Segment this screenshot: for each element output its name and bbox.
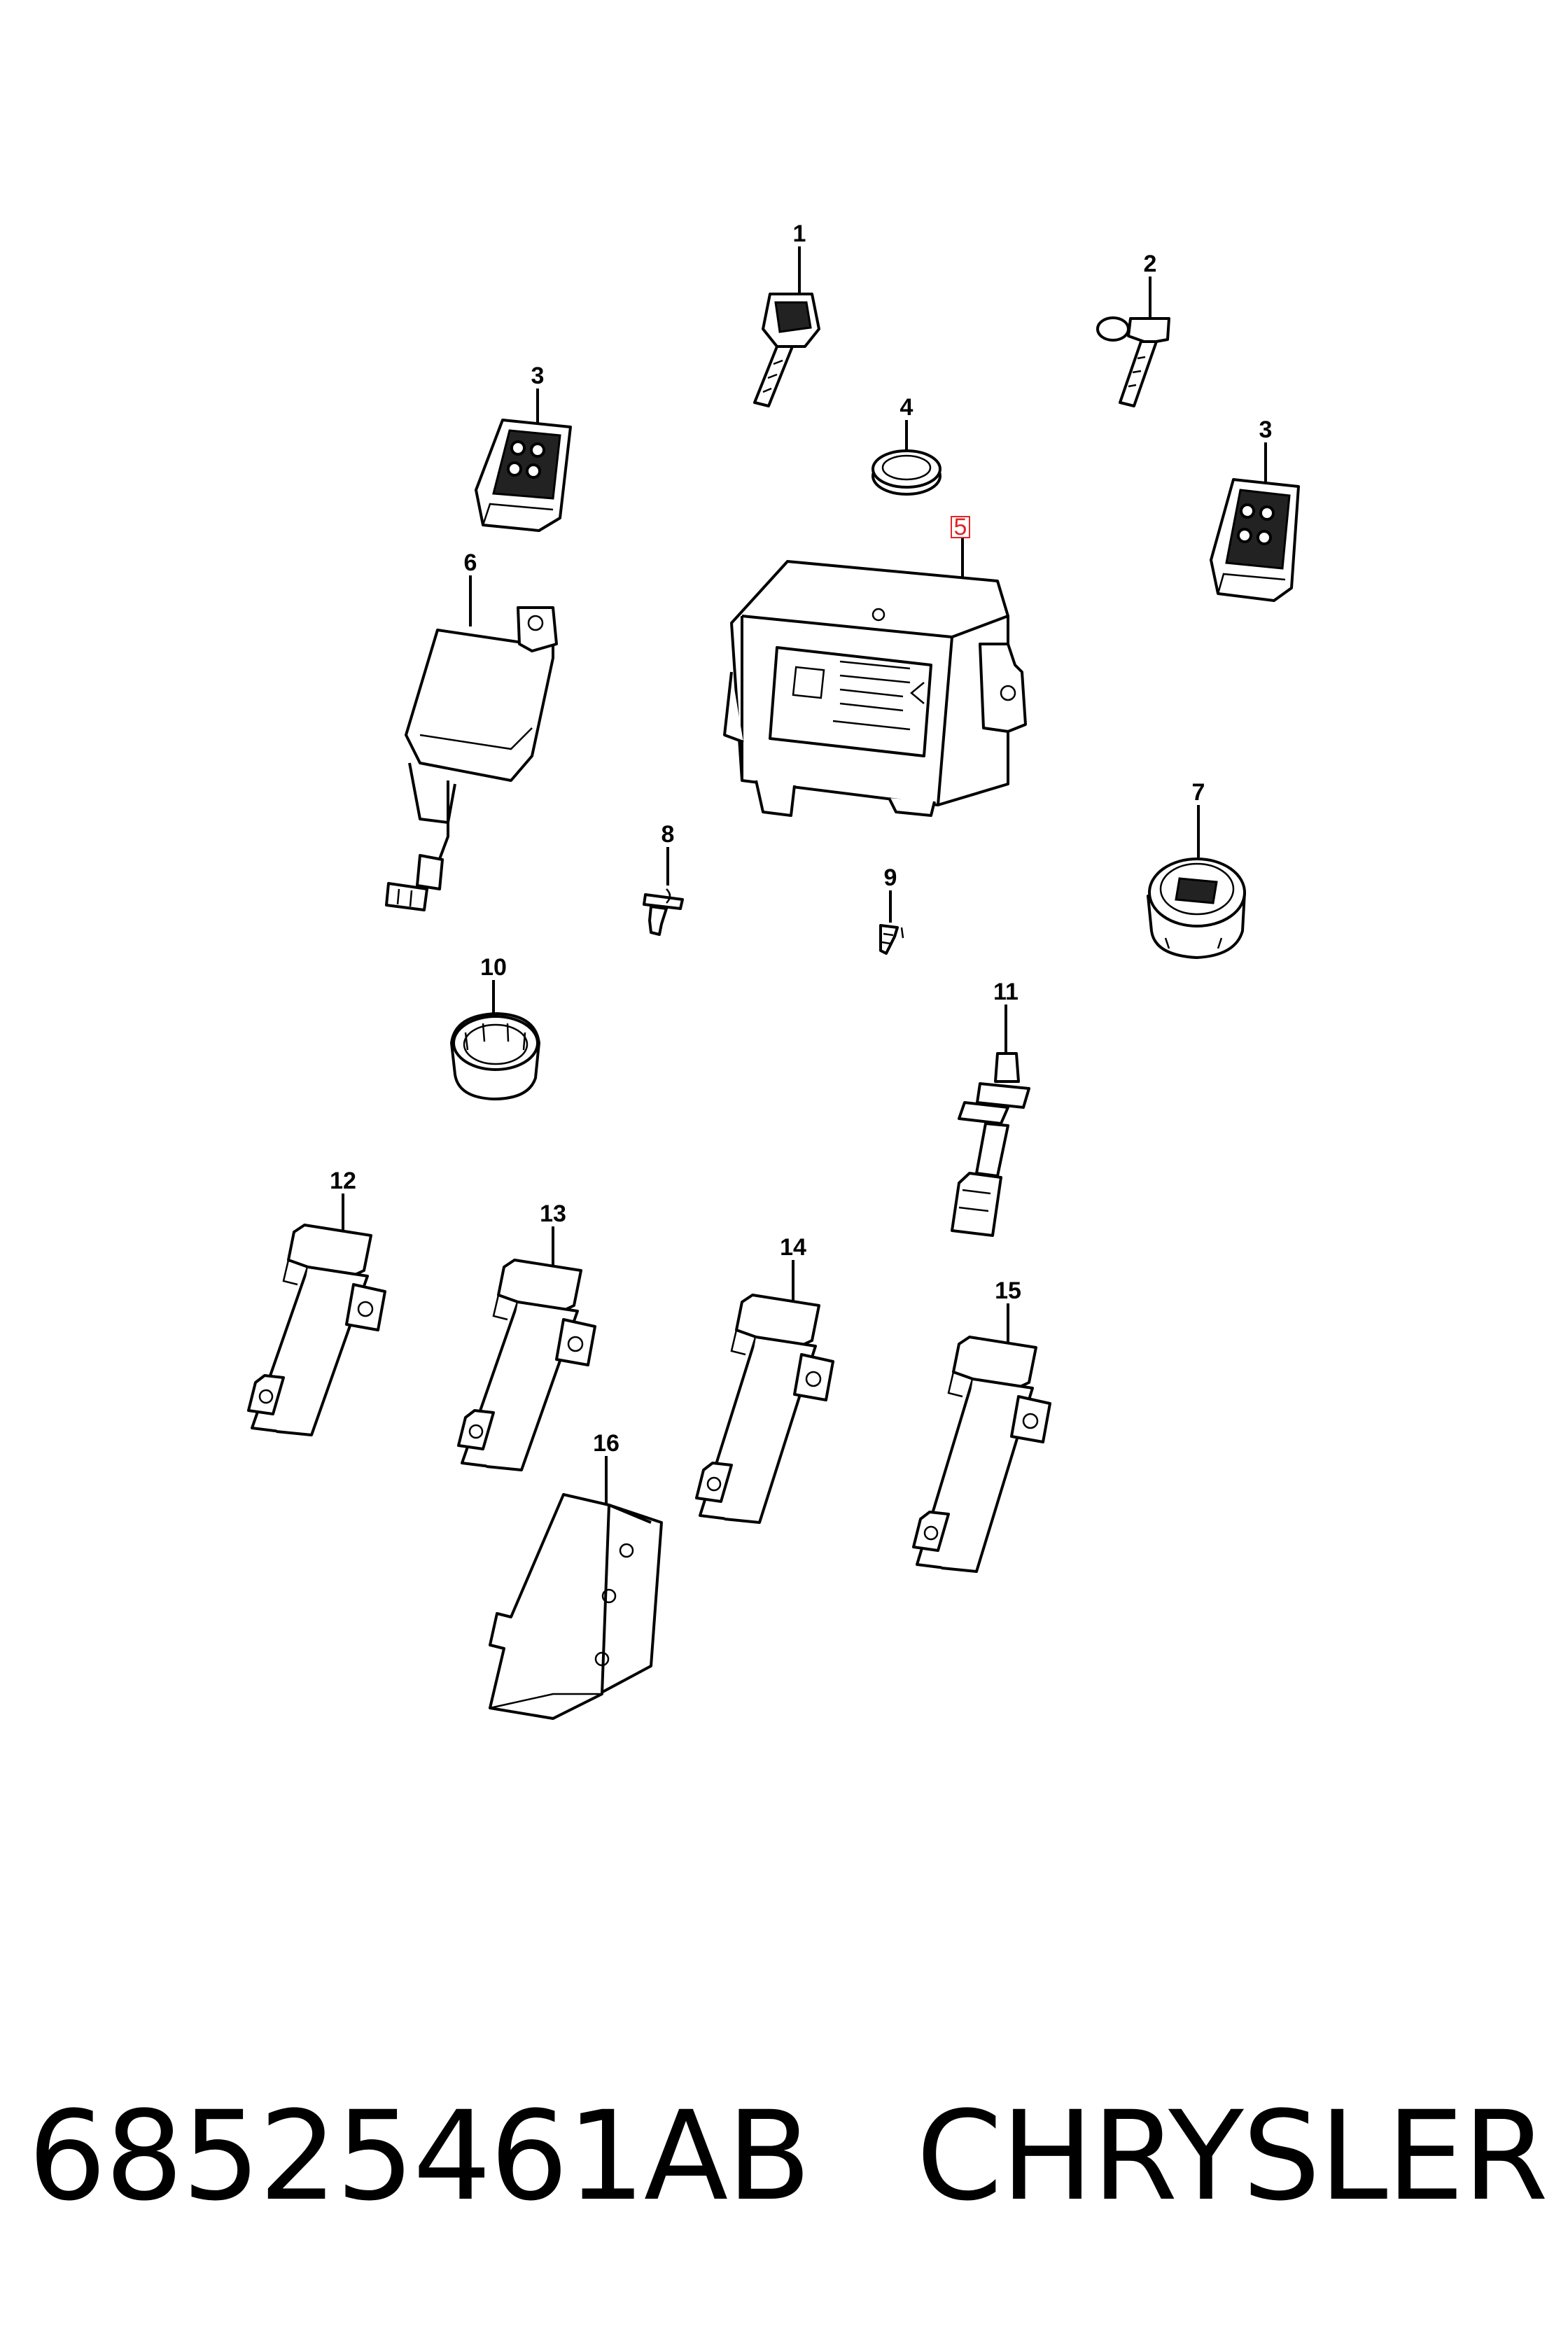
callout-13: 13 (540, 1200, 566, 1227)
part-3-key-fob-right (1210, 442, 1300, 602)
callout-9: 8 (662, 821, 675, 848)
callout-4-highlight-box (951, 516, 970, 538)
part-2-key-blade (1096, 276, 1170, 407)
part-10-sensor (951, 1004, 1030, 1237)
callout-6: 6 (464, 550, 477, 576)
part-6-antenna-module (385, 575, 558, 911)
callout-5: 4 (900, 394, 913, 421)
part-number: 68525461AB (28, 2084, 811, 2228)
callout-8: 9 (884, 864, 897, 891)
footer: 68525461AB CHRYSLER (28, 2072, 1548, 2240)
part-4-control-module (723, 538, 1027, 817)
part-3-key-fob-left (475, 388, 572, 532)
callout-1: 1 (793, 220, 806, 247)
callout-7: 7 (1192, 779, 1205, 806)
part-7-start-button (1147, 805, 1246, 959)
callout-11: 10 (480, 954, 507, 981)
callout-4: 5 (954, 514, 967, 540)
callout-12: 12 (330, 1168, 356, 1194)
part-16-antenna (489, 1456, 663, 1720)
callout-16: 16 (593, 1430, 620, 1457)
callout-14: 14 (780, 1234, 806, 1261)
callout-2: 2 (1144, 251, 1157, 277)
callout-3a: 3 (531, 363, 545, 389)
callout-3b: 3 (1259, 416, 1273, 443)
part-5-battery (872, 420, 941, 496)
part-13-antenna (457, 1226, 596, 1471)
part-15-antenna (912, 1303, 1051, 1573)
part-11-ring (450, 980, 540, 1100)
part-1-key (753, 246, 820, 407)
callout-10: 11 (993, 979, 1018, 1005)
brand-name: CHRYSLER (916, 2084, 1548, 2228)
part-14-antenna (695, 1260, 834, 1524)
callout-15: 15 (995, 1278, 1021, 1304)
part-9-push-pin (643, 847, 684, 936)
part-8-screw (879, 890, 904, 955)
part-12-antenna (247, 1194, 386, 1436)
